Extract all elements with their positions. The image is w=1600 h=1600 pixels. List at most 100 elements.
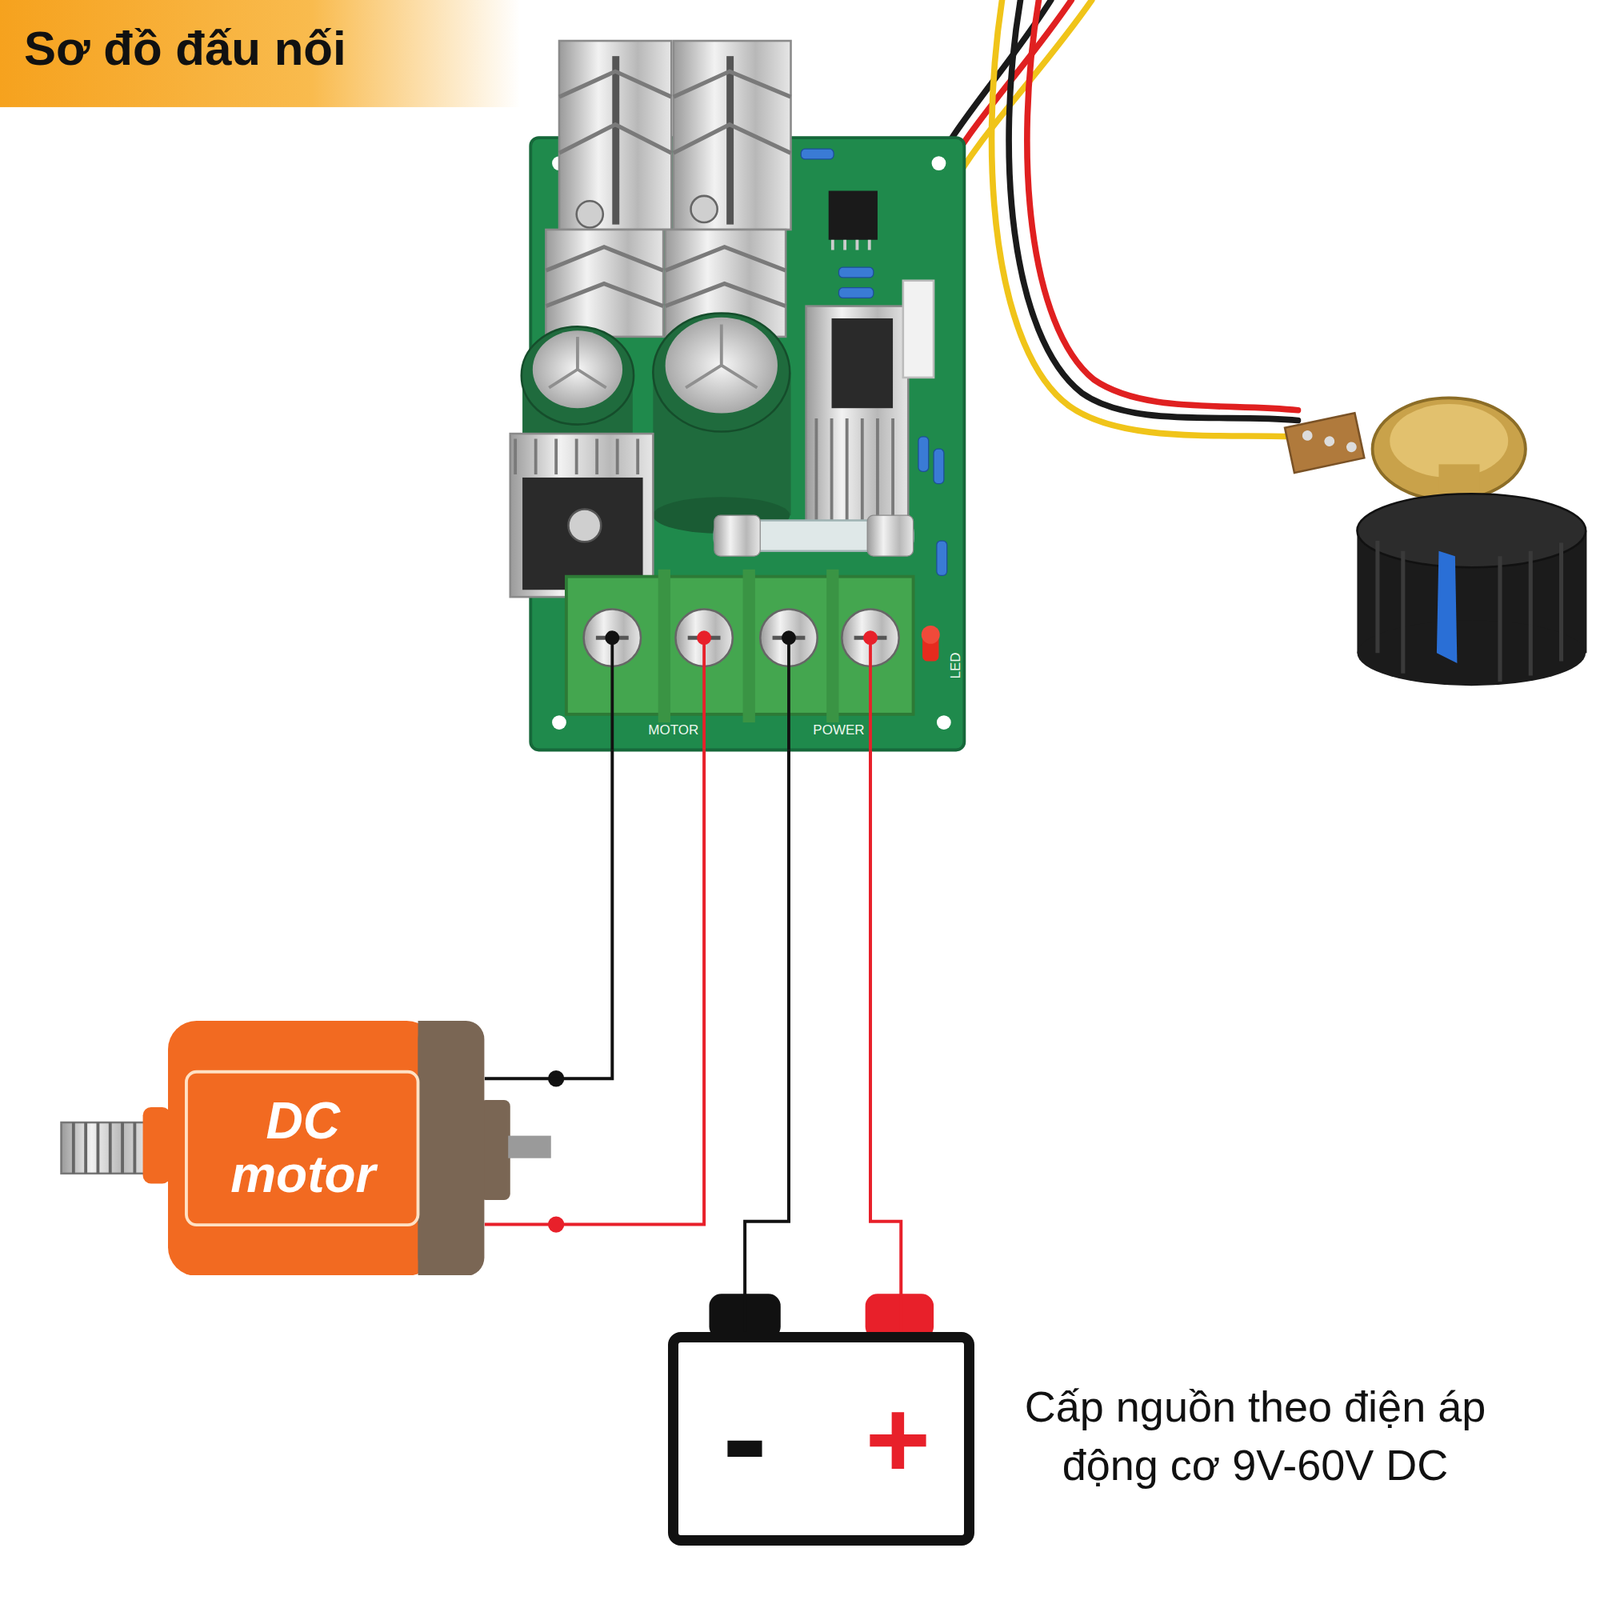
heatsink — [576, 200, 604, 228]
heatsink — [665, 247, 787, 307]
heatsink — [545, 40, 791, 337]
resistor — [936, 540, 948, 576]
motor-frame — [186, 1071, 419, 1224]
dc-motor-picture — [143, 1107, 171, 1184]
motor-end-cap — [418, 1020, 485, 1276]
capacitor — [532, 330, 623, 408]
driver-chip — [806, 306, 909, 526]
motor-body — [168, 1020, 436, 1276]
motor-end-cap — [418, 1020, 449, 1276]
resistor — [800, 148, 947, 576]
terminal-wire — [696, 630, 712, 645]
heatsink — [673, 40, 792, 230]
capacitor — [685, 324, 757, 388]
heatsink — [726, 56, 734, 224]
fuse — [714, 515, 760, 556]
wire — [484, 749, 704, 1224]
resistor — [800, 148, 834, 160]
controller-board-picture — [510, 40, 965, 750]
heatsink — [612, 56, 620, 224]
terminal-wire — [787, 637, 791, 750]
capacitor — [521, 326, 634, 424]
resistor — [838, 288, 873, 299]
dc-motor-picture — [73, 1122, 136, 1174]
potentiometer-wires — [1027, 0, 1299, 411]
heatsink — [673, 71, 792, 153]
motor-label: DC motor — [203, 1094, 404, 1202]
terminal-wire — [604, 630, 620, 645]
potentiometer-picture — [1356, 493, 1586, 568]
driver-chip — [816, 418, 893, 523]
capacitor — [652, 313, 790, 432]
potentiometer-picture — [1436, 551, 1458, 664]
wire — [484, 749, 612, 1079]
dc-motor: DC motor — [168, 1020, 484, 1276]
regulator-heatsink — [568, 508, 601, 542]
battery: -+ — [668, 1332, 975, 1547]
terminal-wire — [781, 630, 796, 645]
title-band — [0, 0, 521, 108]
regulator-heatsink — [515, 438, 638, 475]
regulator-heatsink — [522, 477, 644, 590]
led — [921, 625, 940, 644]
terminal-block — [658, 569, 671, 723]
heatsink — [545, 247, 664, 307]
regulator-heatsink — [510, 433, 654, 597]
terminal-wire — [610, 637, 614, 750]
polarity-sign: + — [865, 1380, 932, 1498]
controller-board-picture — [932, 156, 947, 171]
terminal-block — [566, 569, 914, 723]
fuse — [714, 515, 914, 556]
polarity-sign: - — [722, 1365, 768, 1509]
driver-chip — [832, 240, 870, 251]
controller-board: MOTOR POWER LED — [530, 137, 964, 750]
potentiometer-wires — [1008, 0, 1298, 421]
caption-note: Cấp nguồn theo điện áp động cơ 9V-60V DC — [999, 1377, 1512, 1495]
dc-motor-picture — [508, 1136, 552, 1159]
led — [921, 625, 940, 662]
heatsink — [545, 229, 664, 337]
silkscreen-label: MOTOR — [648, 723, 699, 738]
wire — [870, 749, 901, 1332]
regulator-heatsink — [510, 433, 654, 597]
terminal-wire — [863, 630, 878, 645]
driver-chip — [806, 191, 934, 526]
potentiometer-picture — [1284, 397, 1587, 686]
silkscreen-label: LED — [948, 652, 964, 679]
wire-junction-dot — [548, 1070, 564, 1233]
heatsink — [691, 196, 718, 223]
terminal-block — [743, 569, 756, 723]
terminal-wire — [868, 637, 872, 750]
potentiometer-picture — [1301, 429, 1314, 442]
potentiometer-wires — [992, 0, 1299, 437]
driver-chip — [903, 280, 934, 378]
driver-chip — [828, 191, 878, 240]
capacitor — [665, 317, 778, 414]
terminal-block — [826, 569, 839, 723]
resistor — [838, 267, 873, 278]
terminal-block — [566, 576, 914, 715]
potentiometer-picture — [1356, 620, 1586, 687]
potentiometer-picture — [1323, 435, 1336, 448]
resistor — [933, 448, 944, 484]
controller-board-picture — [552, 715, 567, 730]
diagram-title: Sơ đồ đấu nối — [24, 20, 347, 76]
driver-chip — [832, 318, 894, 408]
potentiometer-picture — [1377, 540, 1562, 682]
resistor — [918, 436, 929, 472]
heatsink — [559, 71, 672, 153]
wire — [744, 749, 789, 1332]
potentiometer-picture — [1345, 440, 1358, 453]
terminal-wire — [604, 630, 878, 750]
silkscreen-label: POWER — [812, 723, 864, 738]
fuse — [867, 515, 913, 556]
potentiometer-picture — [1284, 412, 1364, 473]
heatsink — [559, 40, 672, 230]
terminal-wire — [702, 637, 706, 750]
capacitor — [548, 336, 606, 388]
terminal-block — [596, 636, 888, 640]
dc-motor-picture — [61, 1122, 148, 1174]
potentiometer-picture — [1284, 412, 1364, 473]
controller-board-picture — [936, 715, 952, 730]
